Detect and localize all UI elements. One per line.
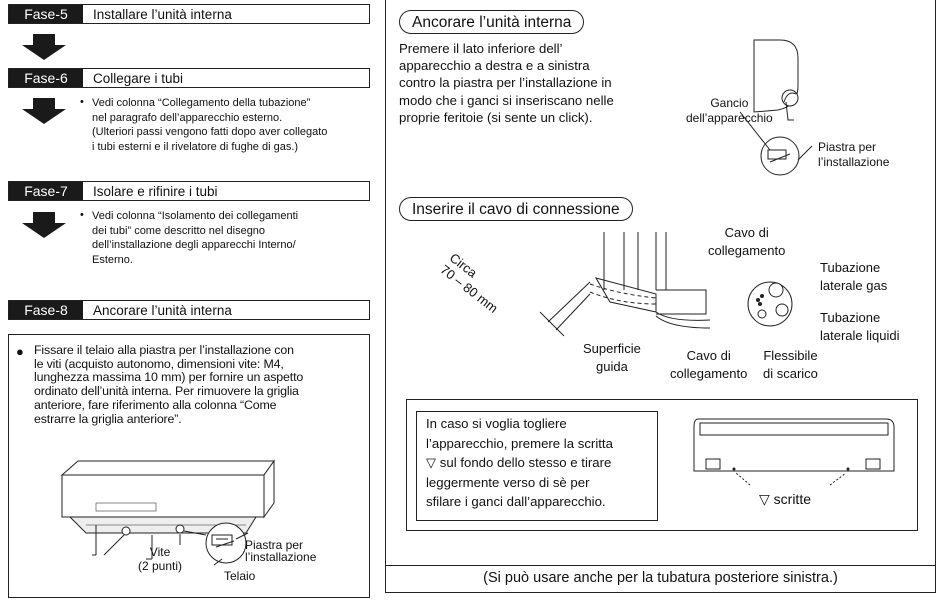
remove-text-box [416,411,658,521]
fase6-note: Vedi colonna “Collegamento della tubazio… [92,97,328,153]
step-fase-8: Fase-8 Ancorare l’unità interna [8,300,370,320]
fase7-note: Vedi colonna “Isolamento dei collegament… [92,210,299,266]
fix-frame-box [8,334,370,598]
bullet-icon: • [80,209,84,221]
cable-heading: Inserire il cavo di connessione [399,197,633,221]
fix-instructions: Fissare il telaio alla piastra per l’ins… [34,343,304,426]
flessibile-label: Flessibile di scarico [763,348,818,381]
tub-liquidi-label: Tubazione laterale liquidi [820,310,900,343]
tub-gas-label: Tubazione laterale gas [820,260,888,293]
indoor-unit-bottom-illustration [60,459,275,566]
step-tag: Fase-7 [9,182,83,200]
gancio-label: Gancio dell’apparecchio [686,96,773,125]
anchor-illustration [739,39,813,176]
step-fase-5: Fase-5 Installare l’unità interna [8,4,370,24]
step-fase-6: Fase-6 Collegare i tubi [8,68,370,88]
pipe-cross-section [747,281,793,327]
step-tag: Fase-8 [9,301,83,319]
step-fase-7: Fase-7 Isolare e rifinire i tubi [8,181,370,201]
cavo-top-label: Cavo di collegamento [708,225,786,258]
unit-front-illustration [693,418,895,486]
anchor-text: Premere il lato inferiore dell’ apparecc… [399,41,614,125]
bullet-icon: ● [16,344,24,359]
remove-box [406,399,918,531]
footer-text: (Si può usare anche per la tubatura post… [483,570,838,586]
anchor-heading: Ancorare l’unità interna [399,10,585,34]
bullet-icon: • [80,96,84,108]
remove-text: In caso si voglia togliere l’apparecchio… [426,416,613,509]
down-arrow-icon [22,34,66,60]
cavo-bottom-label: Cavo di collegamento [670,348,748,381]
piastra-label: Piastra per l’installazione [245,538,317,564]
cable-illustration [539,232,711,337]
vite-label: Vite (2 punti) [138,545,183,573]
scritte-label: ▽ scritte [759,491,811,507]
piastra-right-label: Piastra per l’installazione [818,140,890,169]
step-title: Isolare e rifinire i tubi [93,183,218,199]
down-arrow-icon [22,98,66,124]
step-title: Collegare i tubi [93,70,184,86]
step-tag: Fase-5 [9,5,83,23]
footer-box [385,565,936,593]
superficie-label: Superficie guida [583,341,641,374]
step-title: Installare l’unità interna [93,6,232,22]
down-arrow-icon [22,212,66,238]
step-title: Ancorare l’unità interna [93,302,232,318]
step-tag: Fase-6 [9,69,83,87]
telaio-label: Telaio [224,569,256,583]
